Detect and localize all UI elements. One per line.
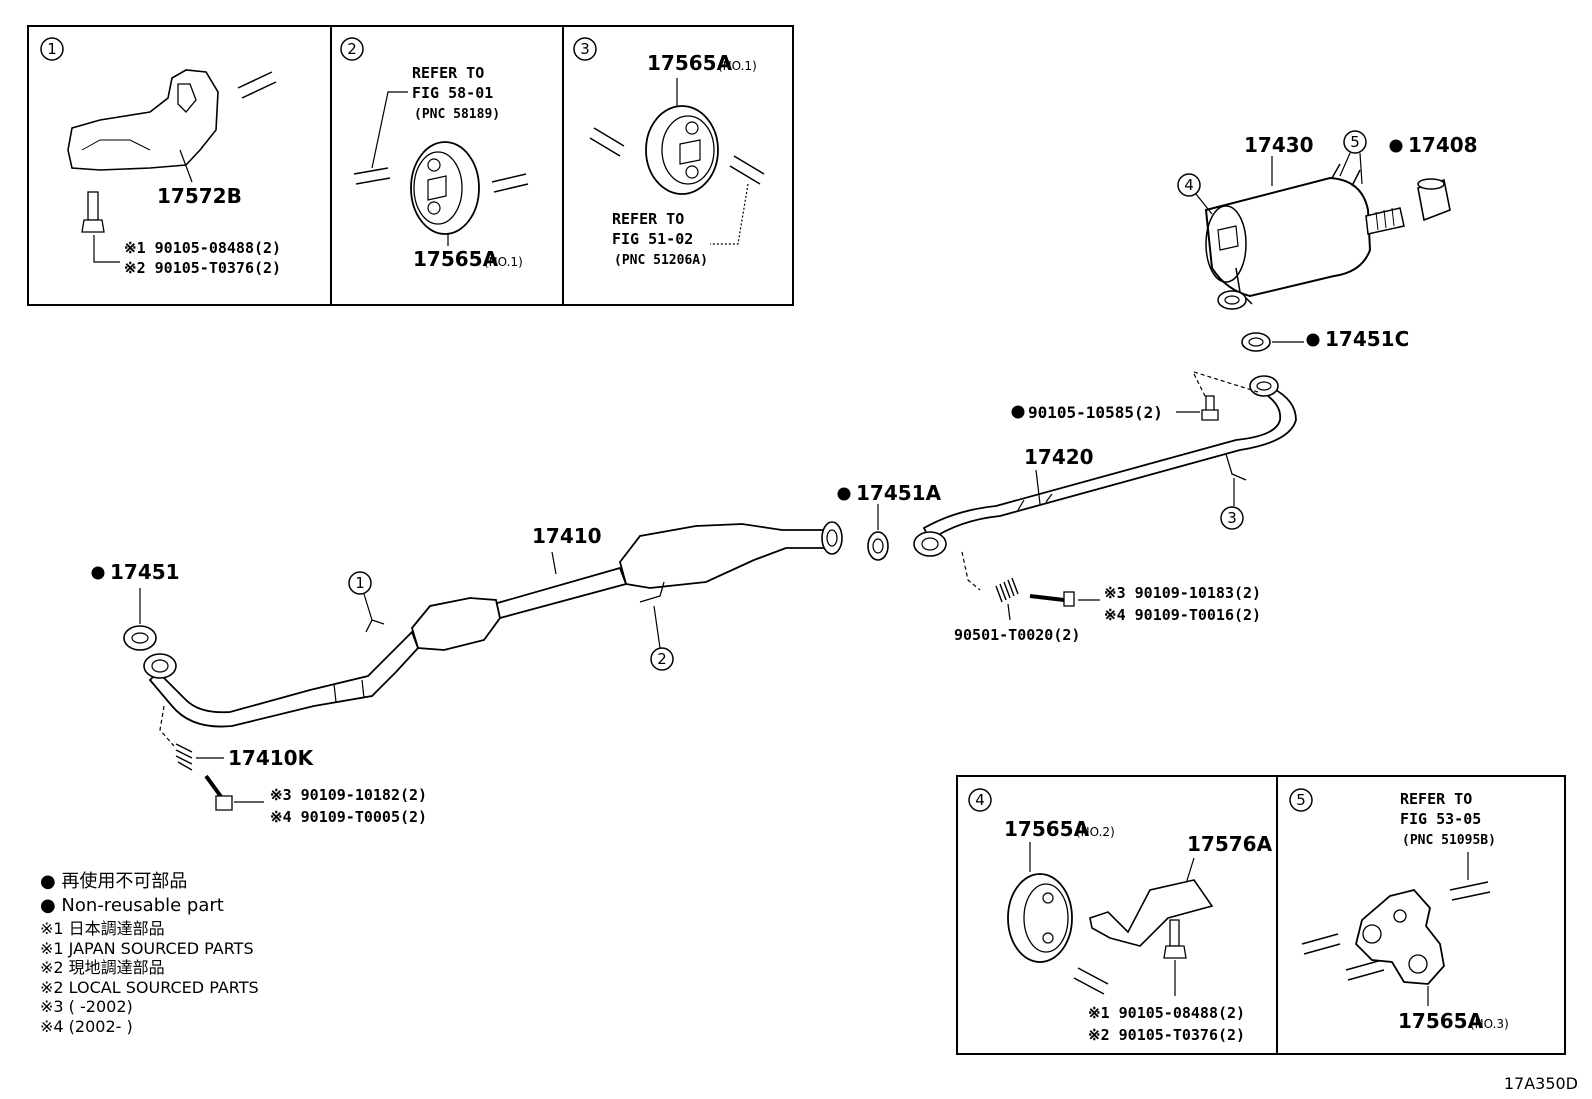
muffler-icon <box>1204 176 1372 298</box>
legend-note-3: ※3 ( -2002) <box>40 997 133 1016</box>
bolt-icon <box>1201 395 1219 421</box>
legend-nonreusable-en: ● Non-reusable part <box>40 894 224 916</box>
inset-5-refer-fig: FIG 53-05 <box>1400 810 1481 828</box>
tail-pipe-17408 <box>1417 178 1451 222</box>
part-17565A-no3-label: 17565A <box>1398 1009 1484 1033</box>
bolt-icon <box>1029 591 1075 607</box>
front-bolt-local-label: ※4 90109-T0005(2) <box>270 808 427 826</box>
inset-2-refer-to: REFER TO <box>412 64 484 82</box>
rubber-hanger-icon <box>410 141 480 235</box>
non-reusable-dot-icon <box>837 487 851 501</box>
gasket-17451A-icon <box>867 531 889 561</box>
figure-code: 17A350D <box>1503 1074 1578 1093</box>
part-17408-label: 17408 <box>1408 133 1478 157</box>
bolt-icon <box>81 191 105 233</box>
part-17565A-no2-note: (NO.2) <box>1076 825 1115 839</box>
bolt-japan-label: ※1 90105-08488(2) <box>124 239 281 257</box>
rear-muffler-17430 <box>1204 163 1405 310</box>
spring-icon <box>175 743 193 771</box>
legend-nonreusable-jp: ● 再使用不可部品 <box>40 871 188 892</box>
gasket-17451-icon <box>123 625 157 651</box>
center-pipe-17420 <box>913 375 1297 557</box>
part-17451C-label: 17451C <box>1325 327 1409 351</box>
non-reusable-dot-icon <box>1011 405 1025 419</box>
part-90105-10585-label: 90105-10585(2) <box>1028 403 1163 422</box>
part-17565A-no3-note: (NO.3) <box>1470 1017 1509 1031</box>
spring-icon <box>995 577 1019 603</box>
rubber-hanger-icon <box>645 105 719 195</box>
inset-4: 4 17565A (NO.2) 17576A ※1 90105-08488(2)… <box>956 775 1278 1055</box>
part-17565A-no1-label: 17565A <box>413 247 499 271</box>
non-reusable-dot-icon <box>91 566 105 580</box>
inset-5: 5 REFER TO FIG 53-05 (PNC 51095B) 17565A… <box>1276 775 1566 1055</box>
inset-5-refer-to: REFER TO <box>1400 790 1472 808</box>
legend-local-en: ※2 LOCAL SOURCED PARTS <box>40 977 259 997</box>
part-17420-label: 17420 <box>1024 445 1094 469</box>
gasket-17451C-icon <box>1241 332 1271 352</box>
inset-1-number: 1 <box>47 40 57 58</box>
rubber-hanger-icon <box>1007 873 1073 963</box>
callout-4: 4 <box>1184 176 1194 194</box>
inset-3: 3 17565A (NO.1) REFER TO FIG 51-02 (PNC … <box>562 25 794 306</box>
part-17430-label: 17430 <box>1244 133 1314 157</box>
rubber-hanger-no3-icon <box>1355 888 1445 985</box>
bolt-icon <box>204 774 233 811</box>
non-reusable-dot-icon <box>1389 139 1403 153</box>
spring-90501-label: 90501-T0020(2) <box>954 626 1080 644</box>
legend-local-jp: ※2 現地調達部品 <box>40 958 165 977</box>
inset-5-number: 5 <box>1296 791 1306 809</box>
inset-3-refer-to: REFER TO <box>612 210 684 228</box>
part-17410K-label: 17410K <box>228 746 315 770</box>
bracket-17572B-icon <box>67 69 219 171</box>
part-17565A-no1-label-b: 17565A <box>647 51 733 75</box>
callout-1: 1 <box>355 574 365 592</box>
inset-2-refer-pnc: (PNC 58189) <box>414 107 500 122</box>
legend-japan-jp: ※1 日本調達部品 <box>40 919 165 938</box>
inset-4-number: 4 <box>975 791 985 809</box>
part-17451A-label: 17451A <box>856 481 942 505</box>
inset-3-refer-fig: FIG 51-02 <box>612 230 693 248</box>
inset-2-number: 2 <box>347 40 357 58</box>
legend: ● 再使用不可部品 ● Non-reusable part ※1 日本調達部品 … <box>40 872 259 1036</box>
part-17565A-no2-label: 17565A <box>1004 817 1090 841</box>
bolt-local-label-b: ※2 90105-T0376(2) <box>1088 1026 1245 1044</box>
rear-bolt-local-label: ※4 90109-T0016(2) <box>1104 606 1261 624</box>
inset-2-refer-fig: FIG 58-01 <box>412 84 493 102</box>
part-17451-label: 17451 <box>110 560 180 584</box>
bolt-icon <box>1163 919 1187 959</box>
callout-2: 2 <box>657 650 667 668</box>
bolt-local-label: ※2 90105-T0376(2) <box>124 259 281 277</box>
part-17565A-no1-note-b: (NO.1) <box>718 59 757 73</box>
inset-3-number: 3 <box>580 40 590 58</box>
bolt-japan-label-b: ※1 90105-08488(2) <box>1088 1004 1245 1022</box>
part-17410-label: 17410 <box>532 524 602 548</box>
inset-3-refer-pnc: (PNC 51206A) <box>614 253 708 268</box>
legend-note-4: ※4 (2002- ) <box>40 1016 133 1036</box>
front-pipe-17410 <box>143 521 843 728</box>
part-17572B-label: 17572B <box>157 184 242 208</box>
part-17565A-no1-note: (NO.1) <box>484 255 523 269</box>
front-bolt-japan-label: ※3 90109-10182(2) <box>270 786 427 804</box>
callout-3: 3 <box>1227 509 1237 527</box>
rear-bolt-japan-label: ※3 90109-10183(2) <box>1104 584 1261 602</box>
non-reusable-dot-icon <box>1306 333 1320 347</box>
bracket-17576A-icon <box>1089 879 1214 947</box>
part-17576A-label: 17576A <box>1187 832 1273 856</box>
legend-japan-en: ※1 JAPAN SOURCED PARTS <box>40 938 254 958</box>
inset-2: 2 REFER TO FIG 58-01 (PNC 58189) 17565A … <box>330 25 564 306</box>
inset-1: 1 17572B ※1 90105-08488(2) ※2 90105-T037… <box>27 25 332 306</box>
inset-5-refer-pnc: (PNC 51095B) <box>1402 833 1496 848</box>
callout-5: 5 <box>1350 133 1360 151</box>
